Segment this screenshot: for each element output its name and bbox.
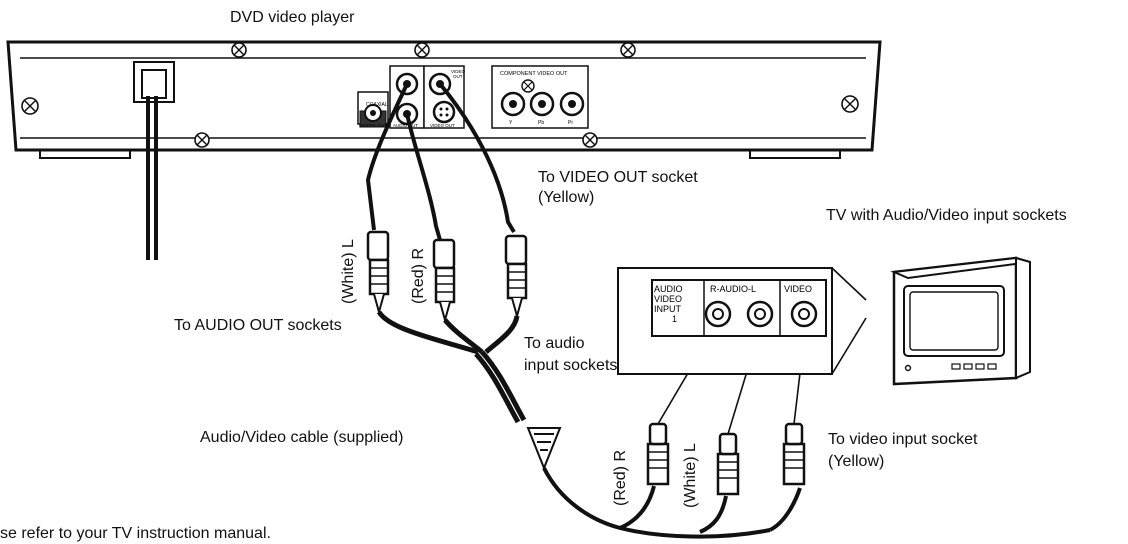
svg-text:VIDEO: VIDEO <box>654 294 682 304</box>
svg-text:VIDEO: VIDEO <box>451 69 466 74</box>
svg-text:VIDEO: VIDEO <box>784 284 812 294</box>
label-dvd-player: DVD video player <box>230 9 355 26</box>
label-to-audio-out: To AUDIO OUT sockets <box>174 317 342 334</box>
svg-text:VIDEO OUT: VIDEO OUT <box>430 123 455 128</box>
label-white-l-bottom: (White) L <box>682 443 699 508</box>
dvd-player: COAXIAL DIGITAL OUT AUDIO OUT VIDEO OUT … <box>6 40 882 260</box>
plug-white-l-lower <box>716 432 740 496</box>
label-to-video-input-color: (Yellow) <box>828 453 885 470</box>
screw-icon <box>521 79 535 93</box>
plug-yellow-video-lower <box>782 422 806 486</box>
rear-jack-panel: COAXIAL DIGITAL OUT AUDIO OUT VIDEO OUT … <box>357 65 589 129</box>
power-cord <box>133 61 175 260</box>
label-av-cable: Audio/Video cable (supplied) <box>200 429 404 446</box>
tv-input-panel: AUDIO VIDEO INPUT 1 R-AUDIO-L VIDEO <box>617 267 833 375</box>
svg-text:OUT: OUT <box>453 74 463 79</box>
label-red-r-bottom: (Red) R <box>612 449 629 506</box>
svg-text:COMPONENT VIDEO OUT: COMPONENT VIDEO OUT <box>500 71 568 77</box>
plug-red-r-upper <box>432 238 456 324</box>
screw-icon <box>620 42 636 58</box>
plug-yellow-video-upper <box>504 234 528 320</box>
cable-bundle <box>376 310 527 424</box>
screw-icon <box>582 132 598 148</box>
screw-icon <box>231 42 247 58</box>
tv-set <box>890 256 1031 386</box>
label-footnote: se refer to your TV instruction manual. <box>0 525 271 542</box>
screw-icon <box>21 97 39 115</box>
screw-icon <box>414 42 430 58</box>
svg-text:R-AUDIO-L: R-AUDIO-L <box>710 284 756 294</box>
cables-upper <box>365 82 516 241</box>
label-to-video-out: To VIDEO OUT socket <box>538 169 698 186</box>
svg-text:INPUT: INPUT <box>654 304 682 314</box>
svg-text:AUDIO: AUDIO <box>654 284 683 294</box>
cables-lower <box>542 467 802 539</box>
svg-text:DIGITAL OUT: DIGITAL OUT <box>359 123 387 128</box>
plug-white-l-upper <box>366 230 390 316</box>
screw-icon <box>841 95 859 113</box>
svg-text:Pb: Pb <box>538 120 544 126</box>
plug-red-r-lower <box>646 422 670 486</box>
arrow-down-icon <box>526 427 562 471</box>
svg-text:COAXIAL: COAXIAL <box>366 102 388 108</box>
label-tv-sockets: TV with Audio/Video input sockets <box>826 207 1067 224</box>
callout-wedge <box>831 267 867 375</box>
label-to-audio-input-2: input sockets <box>524 357 618 374</box>
label-to-video-input: To video input socket <box>828 431 978 448</box>
svg-text:AUDIO OUT: AUDIO OUT <box>393 123 418 128</box>
svg-text:Pr: Pr <box>568 120 573 126</box>
label-red-r-top: (Red) R <box>410 247 427 304</box>
screw-icon <box>194 132 210 148</box>
label-to-audio-input-1: To audio <box>524 335 585 352</box>
label-to-video-out-color: (Yellow) <box>538 189 595 206</box>
svg-text:Y: Y <box>509 120 513 126</box>
label-white-l-top: (White) L <box>340 239 357 304</box>
svg-text:1: 1 <box>672 314 677 324</box>
